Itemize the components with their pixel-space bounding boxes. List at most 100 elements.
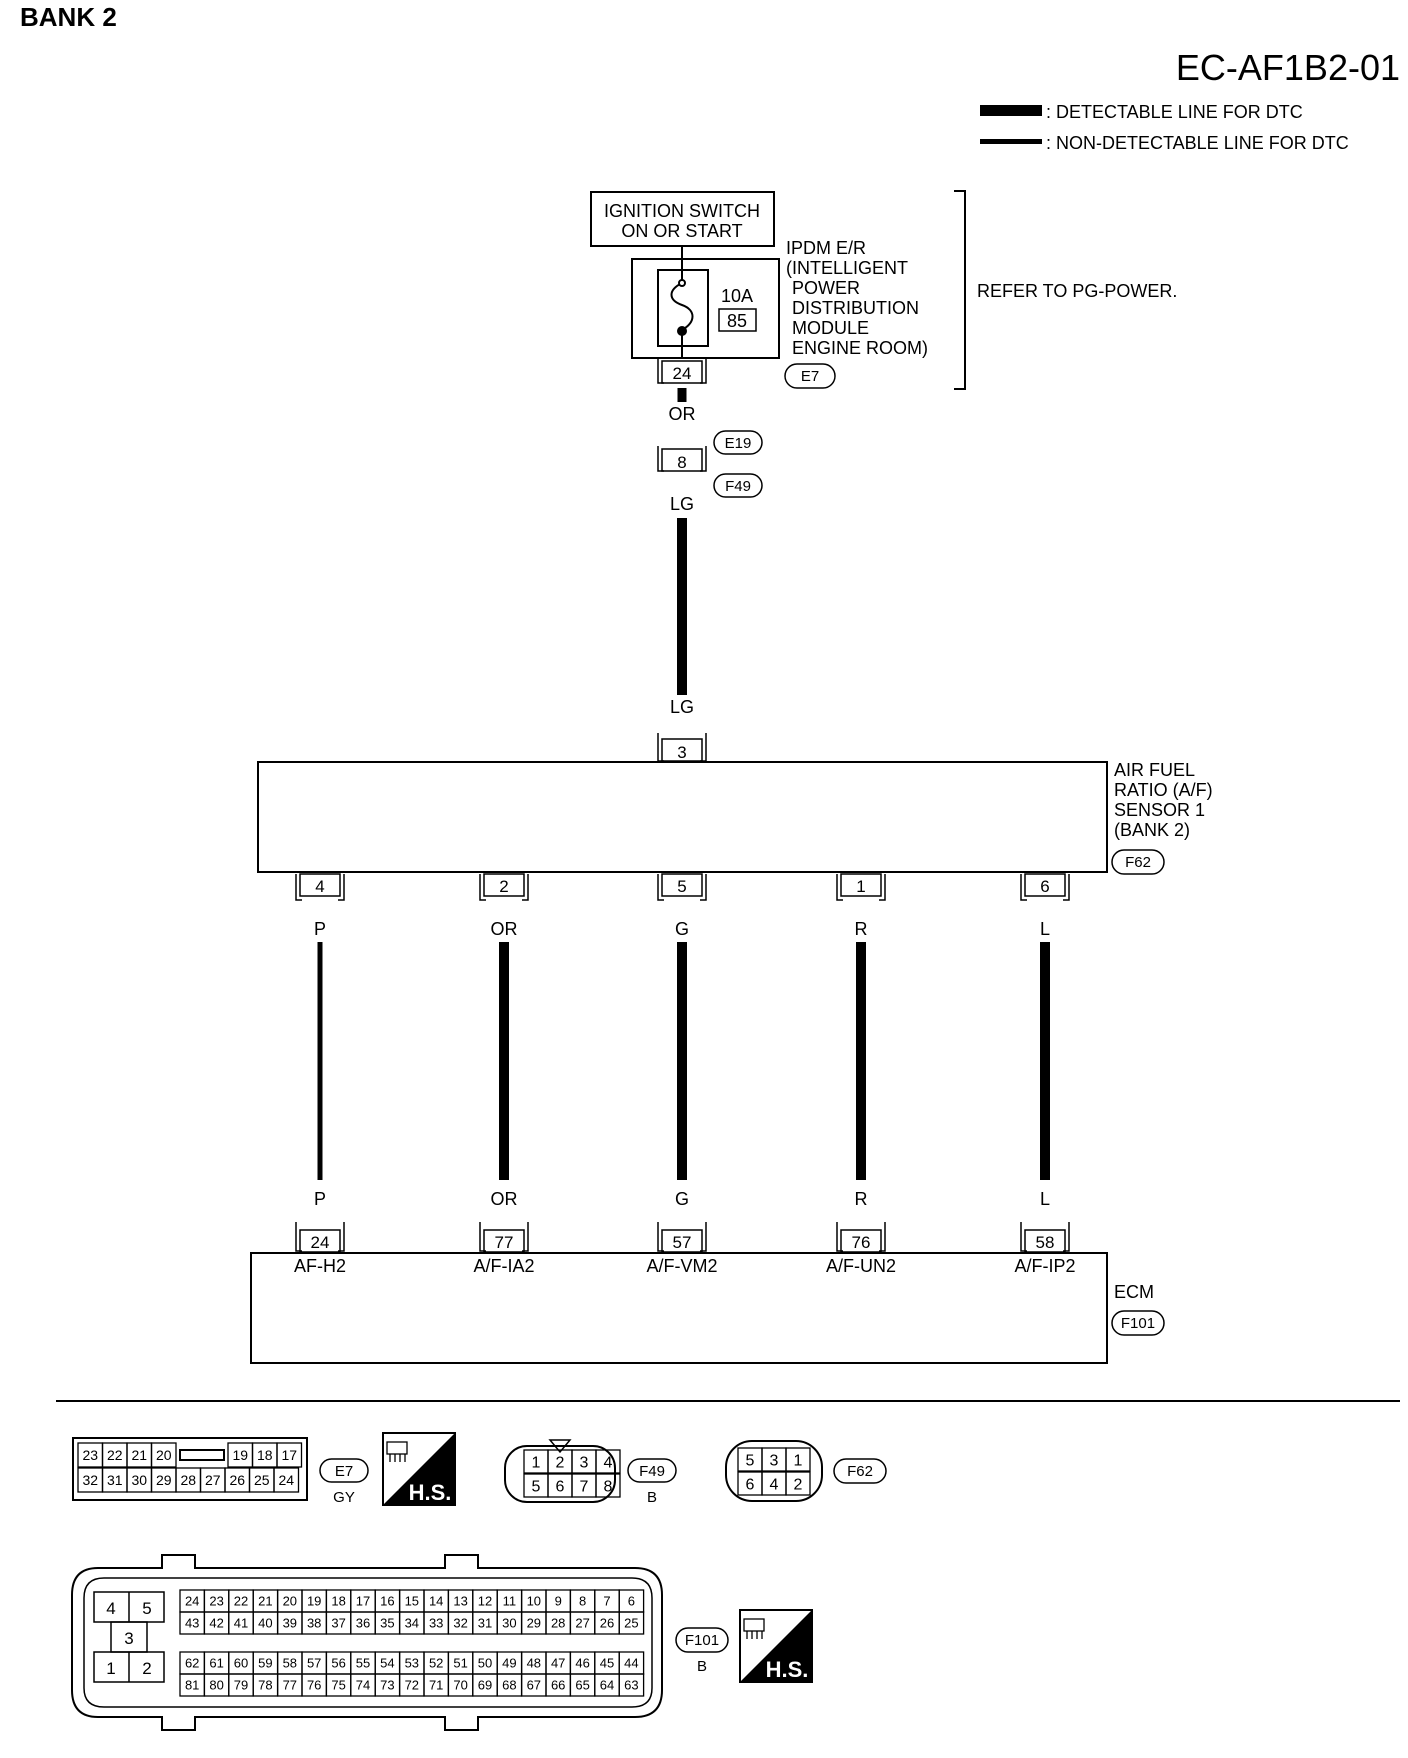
f101-pin: 27 xyxy=(575,1616,589,1631)
f101-pin: 73 xyxy=(380,1678,394,1693)
f101-pin: 54 xyxy=(380,1656,394,1671)
sensor-label-4: (BANK 2) xyxy=(1114,820,1190,840)
e7-color: GY xyxy=(333,1489,355,1506)
signal-wire: 1 R R 76 A/F-UN2 xyxy=(826,873,896,1276)
e7-name: E7 xyxy=(335,1463,353,1480)
wire-color-bottom: G xyxy=(675,1189,689,1209)
f101-pin: 28 xyxy=(551,1616,565,1631)
e7-cell xyxy=(273,1467,300,1493)
signal-wires: 4 P P 24 AF-H2 2 OR OR 77 A/F-IA2 5 xyxy=(294,873,1076,1276)
wire-color-top: R xyxy=(855,919,868,939)
f101-pin: 60 xyxy=(234,1656,248,1671)
f101-pin: 19 xyxy=(307,1594,321,1609)
f62-pin: 2 xyxy=(794,1476,803,1493)
e7-pin: 25 xyxy=(254,1472,270,1488)
e7-pin: 22 xyxy=(107,1447,123,1463)
f101-pin: 77 xyxy=(283,1678,297,1693)
ecm-signal: A/F-IP2 xyxy=(1014,1256,1075,1276)
f101-pin: 30 xyxy=(502,1616,516,1631)
e7-cell xyxy=(150,1442,177,1468)
e7-pin: 29 xyxy=(156,1472,172,1488)
ecm-connector-label: F101 xyxy=(1121,1315,1155,1332)
ecm-pin: 58 xyxy=(1036,1233,1055,1252)
ipdm-label-3: POWER xyxy=(792,278,860,298)
f101-cell xyxy=(618,1673,645,1697)
sensor-label-2: RATIO (A/F) xyxy=(1114,780,1213,800)
bank-title: BANK 2 xyxy=(20,2,117,32)
f101-pin: 53 xyxy=(405,1656,419,1671)
sensor-connector-label: F62 xyxy=(1125,854,1151,871)
f101-pin: 8 xyxy=(579,1594,586,1609)
f101-pin: 10 xyxy=(527,1594,541,1609)
f101-pin: 63 xyxy=(624,1678,638,1693)
ignition-line2: ON OR START xyxy=(621,221,742,241)
wire-color-or-top: OR xyxy=(669,404,696,424)
f101-pin: 45 xyxy=(600,1656,614,1671)
f101-pin: 72 xyxy=(405,1678,419,1693)
f49-color: B xyxy=(647,1489,657,1506)
legend-non-detectable-label: : NON-DETECTABLE LINE FOR DTC xyxy=(1046,133,1349,153)
legend-detectable-label: : DETECTABLE LINE FOR DTC xyxy=(1046,102,1303,122)
ecm-pin: 76 xyxy=(852,1233,871,1252)
e7-blank-slot xyxy=(179,1449,225,1461)
f49-pin: 1 xyxy=(532,1454,541,1471)
e7-pin: 27 xyxy=(205,1472,221,1488)
harness-icon xyxy=(386,1441,408,1462)
e7-pin: 23 xyxy=(82,1447,98,1463)
f101-pin: 26 xyxy=(600,1616,614,1631)
f101-pin: 80 xyxy=(209,1678,223,1693)
f49-pin: 2 xyxy=(556,1454,565,1471)
f101-pin: 18 xyxy=(331,1594,345,1609)
ecm-pin: 24 xyxy=(311,1233,330,1252)
f101-pin: 6 xyxy=(628,1594,635,1609)
fuse-number: 85 xyxy=(727,311,747,331)
sensor-pin: 6 xyxy=(1040,877,1049,896)
f101-pin: 57 xyxy=(307,1656,321,1671)
signal-wire: 5 G G 57 A/F-VM2 xyxy=(646,873,718,1276)
legend-detectable-swatch xyxy=(980,105,1042,116)
wire-color-top: OR xyxy=(491,919,518,939)
e7-pin: 32 xyxy=(82,1472,98,1488)
ecm-signal: A/F-VM2 xyxy=(646,1256,717,1276)
ignition-switch: IGNITION SWITCH ON OR START xyxy=(590,191,775,247)
wire-color-top: L xyxy=(1040,919,1050,939)
ipdm-module: 10A 85 IPDM E/R (INTELLIGENT POWER DISTR… xyxy=(631,190,1177,390)
f101-pin: 13 xyxy=(453,1594,467,1609)
f101-pin: 7 xyxy=(603,1594,610,1609)
f101-pin: 59 xyxy=(258,1656,272,1671)
e7-pin: 26 xyxy=(229,1472,245,1488)
f101-left-pin: 2 xyxy=(142,1659,151,1678)
f101-pin: 58 xyxy=(283,1656,297,1671)
ipdm-label-6: ENGINE ROOM) xyxy=(792,338,928,358)
f62-pin: 3 xyxy=(770,1452,779,1469)
ecm-signal: A/F-UN2 xyxy=(826,1256,896,1276)
f101-left-pin: 1 xyxy=(106,1659,115,1678)
wire-color-bottom: OR xyxy=(491,1189,518,1209)
e7-pin: 24 xyxy=(278,1472,294,1488)
f101-pin: 75 xyxy=(331,1678,345,1693)
f101-name: F101 xyxy=(685,1632,719,1649)
sensor-pin: 5 xyxy=(677,877,686,896)
f101-pin: 68 xyxy=(502,1678,516,1693)
f101-pin: 25 xyxy=(624,1616,638,1631)
e7-pin: 18 xyxy=(257,1447,273,1463)
f101-pin: 48 xyxy=(527,1656,541,1671)
ecm-pin: 77 xyxy=(495,1233,514,1252)
f101-pin: 24 xyxy=(185,1594,199,1609)
f49-pin: 6 xyxy=(556,1478,565,1495)
e7-pin: 17 xyxy=(281,1447,297,1463)
f62-name: F62 xyxy=(847,1463,873,1480)
f101-pin: 16 xyxy=(380,1594,394,1609)
ecm-pin: 57 xyxy=(673,1233,692,1252)
f49-cell xyxy=(595,1473,621,1498)
f62-pin: 1 xyxy=(794,1452,803,1469)
f101-pin: 22 xyxy=(234,1594,248,1609)
f62-cell xyxy=(785,1471,811,1496)
f49-pin: 8 xyxy=(604,1478,613,1495)
ecm-label: ECM xyxy=(1114,1282,1154,1302)
f101-pin: 61 xyxy=(209,1656,223,1671)
f101-pin: 69 xyxy=(478,1678,492,1693)
f49-pin: 4 xyxy=(604,1454,613,1471)
